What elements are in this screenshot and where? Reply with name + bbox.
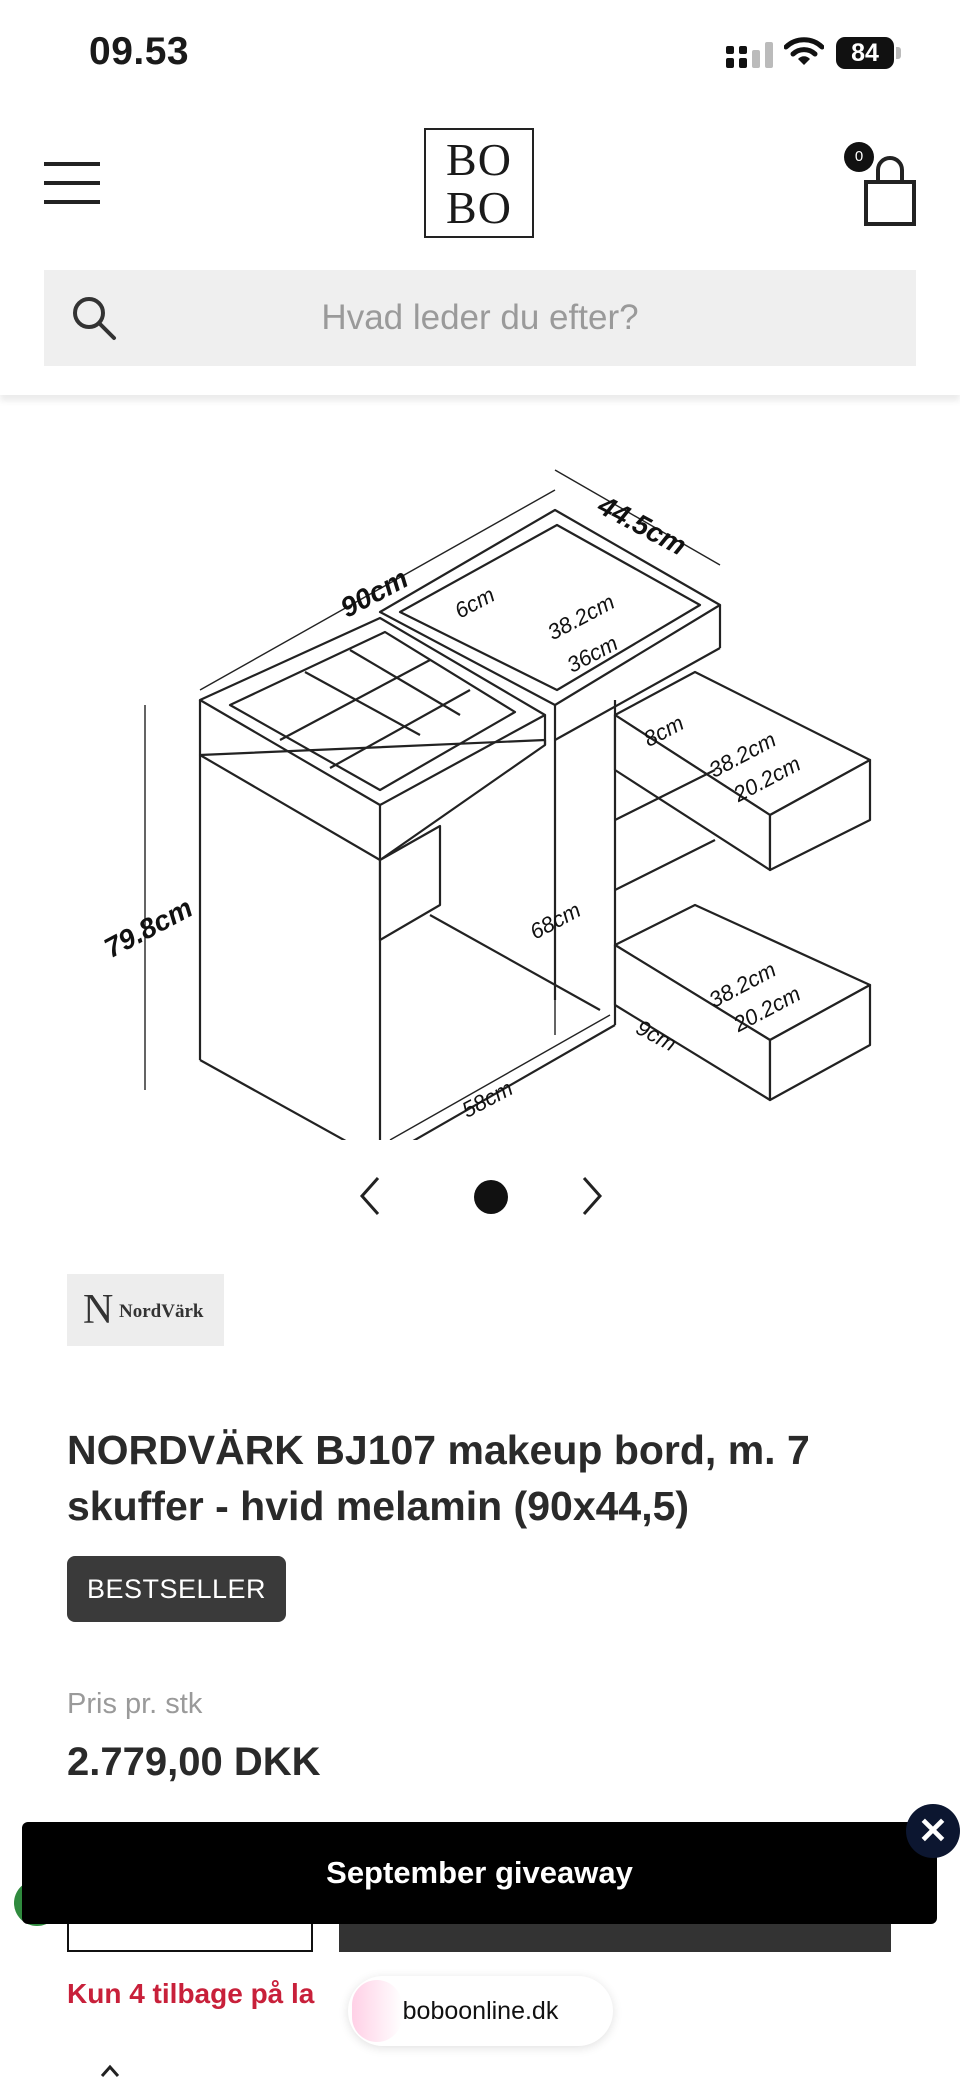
price-label: Pris pr. stk (67, 1688, 203, 1720)
stock-notice: Kun 4 tilbage på la (67, 1978, 315, 2009)
search-bar[interactable]: Hvad leder du efter? (44, 270, 916, 366)
bobo-logo[interactable]: BO BO (424, 128, 534, 238)
search-icon (73, 297, 116, 340)
product-title: NORDVÄRK BJ107 makeup bord, m. 7 skuffer… (67, 1427, 810, 1529)
brand-name: NordVärk (119, 1301, 204, 1322)
carousel-dot-active[interactable] (474, 1180, 508, 1214)
dimension-height-label: 79.8cm (99, 892, 197, 964)
logo-line-2: BO (446, 182, 512, 233)
battery-tip (896, 47, 901, 59)
site-header: BO BO 0 Hvad leder du efter? (0, 110, 960, 395)
chevron-left-icon[interactable] (352, 1174, 388, 1218)
wifi-icon (784, 37, 824, 65)
chevron-right-icon[interactable] (574, 1174, 610, 1218)
product-price: 2.779,00 DKK (67, 1740, 321, 1784)
battery-indicator: 84 (836, 37, 894, 69)
dimension-base-depth-label: 58cm (458, 1075, 517, 1122)
url-bar-tint (352, 1980, 402, 2042)
product-image[interactable]: 90cm 44.5cm 79.8cm 6cm 38.2cm 36cm 8cm 3… (70, 460, 890, 1140)
status-time: 09.53 (89, 30, 190, 73)
left-tray-inner (228, 630, 517, 792)
status-bar: 09.53 84 (0, 0, 960, 110)
share-icon[interactable] (98, 2064, 122, 2077)
bestseller-badge: BESTSELLER (67, 1556, 286, 1622)
september-giveaway-banner[interactable]: September giveaway (22, 1822, 937, 1924)
logo-line-1: BO (446, 134, 512, 185)
search-placeholder: Hvad leder du efter? (321, 298, 639, 337)
close-icon[interactable]: ✕ (906, 1804, 960, 1858)
cellular-signal-icon (726, 42, 773, 68)
brand-initial: N (83, 1287, 114, 1333)
shopping-bag-icon[interactable] (842, 146, 922, 226)
hamburger-menu-icon[interactable] (44, 162, 100, 206)
brand-logo[interactable]: N NordVärk (67, 1274, 224, 1346)
cart-count-badge: 0 (844, 142, 874, 172)
